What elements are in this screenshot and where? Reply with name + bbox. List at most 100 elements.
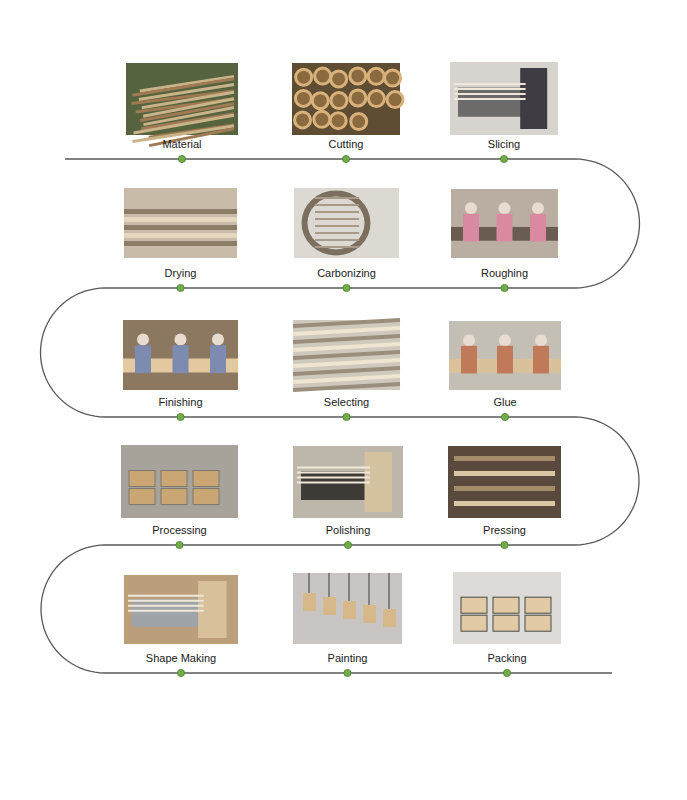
photo-ground bbox=[124, 575, 238, 644]
timeline-connector bbox=[182, 158, 346, 159]
timeline-dot bbox=[503, 669, 510, 676]
process-step: Processing bbox=[121, 445, 238, 545]
photo-detail bbox=[293, 344, 400, 350]
timeline-connector bbox=[348, 544, 505, 545]
step-photo bbox=[453, 572, 561, 644]
photo-detail bbox=[351, 114, 367, 130]
photo-detail bbox=[350, 68, 366, 84]
timeline-dot bbox=[177, 284, 184, 291]
timeline-dot bbox=[177, 669, 184, 676]
photo-ground bbox=[293, 446, 403, 518]
photo-detail bbox=[128, 610, 204, 612]
photo-detail bbox=[368, 91, 384, 107]
photo-detail bbox=[297, 472, 370, 474]
process-step: Selecting bbox=[293, 320, 400, 417]
step-label: Material bbox=[162, 138, 201, 151]
timeline-dot bbox=[501, 413, 508, 420]
process-step: Material bbox=[126, 63, 238, 159]
photo-detail bbox=[296, 69, 312, 85]
photo-ground bbox=[450, 62, 558, 135]
photo-detail bbox=[293, 368, 400, 374]
step-photo bbox=[126, 63, 238, 146]
photo-detail bbox=[323, 597, 336, 615]
photo-detail bbox=[454, 486, 555, 491]
photo-detail bbox=[350, 90, 366, 106]
timeline-dot bbox=[178, 155, 185, 162]
photo-detail bbox=[454, 98, 526, 100]
process-step: Glue bbox=[449, 321, 561, 417]
photo-detail bbox=[173, 345, 189, 373]
photo-detail bbox=[293, 360, 400, 366]
step-label: Shape Making bbox=[146, 652, 216, 665]
photo-detail bbox=[497, 346, 513, 374]
step-label: Packing bbox=[487, 652, 526, 665]
photo-detail bbox=[293, 320, 400, 326]
photo-detail bbox=[128, 595, 204, 597]
step-label: Painting bbox=[328, 652, 368, 665]
photo-detail bbox=[499, 334, 511, 346]
photo-detail bbox=[525, 615, 551, 631]
photo-detail bbox=[315, 68, 331, 84]
photo-detail bbox=[368, 68, 384, 84]
photo-detail bbox=[315, 225, 359, 227]
photo-detail bbox=[124, 209, 237, 214]
timeline-connector bbox=[346, 158, 504, 159]
step-photo bbox=[124, 575, 238, 644]
photo-ground bbox=[126, 63, 238, 135]
photo-detail bbox=[363, 605, 376, 623]
photo-ground bbox=[453, 572, 561, 644]
photo-detail bbox=[315, 211, 359, 213]
step-label: Carbonizing bbox=[317, 267, 376, 280]
photo-ground bbox=[123, 320, 238, 390]
timeline-connector bbox=[181, 416, 347, 417]
step-photo bbox=[451, 189, 558, 258]
photo-detail bbox=[463, 214, 479, 242]
timeline-dot bbox=[344, 541, 351, 548]
photo-detail bbox=[293, 376, 400, 382]
photo-detail bbox=[129, 471, 155, 487]
step-label: Drying bbox=[165, 267, 197, 280]
process-step: Painting bbox=[293, 573, 402, 673]
photo-detail bbox=[463, 334, 475, 346]
step-label: Finishing bbox=[158, 396, 202, 409]
photo-detail bbox=[328, 573, 330, 597]
photo-detail bbox=[295, 90, 311, 106]
step-photo bbox=[449, 321, 561, 390]
step-photo bbox=[450, 62, 558, 135]
photo-detail bbox=[293, 384, 400, 390]
photo-detail bbox=[330, 113, 346, 129]
process-step: Polishing bbox=[293, 446, 403, 545]
photo-detail bbox=[297, 482, 370, 484]
photo-detail bbox=[297, 467, 370, 469]
photo-detail bbox=[198, 581, 227, 638]
photo-detail bbox=[161, 489, 187, 505]
step-photo bbox=[448, 446, 561, 518]
timeline-dot bbox=[501, 284, 508, 291]
photo-detail bbox=[161, 471, 187, 487]
step-label: Glue bbox=[493, 396, 516, 409]
photo-detail bbox=[532, 202, 544, 214]
photo-detail bbox=[368, 573, 370, 605]
photo-detail bbox=[315, 204, 359, 206]
process-step: Drying bbox=[124, 188, 237, 288]
timeline-dot bbox=[176, 541, 183, 548]
step-photo bbox=[121, 445, 238, 518]
process-step: Slicing bbox=[450, 62, 558, 159]
step-photo bbox=[124, 188, 237, 258]
photo-detail bbox=[454, 471, 555, 476]
photo-detail bbox=[315, 218, 359, 220]
process-step: Cutting bbox=[292, 63, 400, 159]
photo-detail bbox=[315, 197, 359, 199]
photo-detail bbox=[343, 601, 356, 619]
timeline-dot bbox=[177, 413, 184, 420]
photo-detail bbox=[533, 346, 549, 374]
timeline-lead bbox=[65, 158, 179, 159]
photo-detail bbox=[128, 605, 204, 607]
step-photo bbox=[293, 446, 403, 518]
photo-detail bbox=[461, 597, 487, 613]
photo-detail bbox=[308, 573, 310, 593]
photo-detail bbox=[293, 336, 400, 342]
step-photo bbox=[123, 320, 238, 390]
photo-detail bbox=[385, 70, 401, 86]
